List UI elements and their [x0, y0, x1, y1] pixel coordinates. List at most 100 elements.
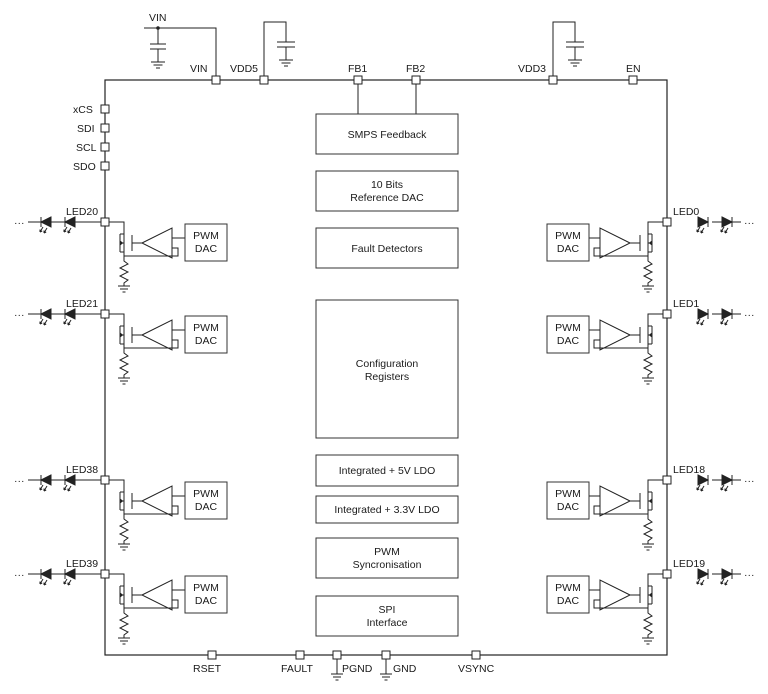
pin-label-vin: VIN — [190, 63, 208, 75]
svg-text:SPI: SPI — [379, 604, 396, 616]
svg-text:Fault Detectors: Fault Detectors — [351, 243, 422, 255]
led-pin — [662, 475, 672, 485]
pin-label-sdi: SDI — [77, 123, 95, 135]
pin-label-sdo: SDO — [73, 161, 96, 173]
svg-text:Reference DAC: Reference DAC — [350, 192, 424, 204]
continuation-ellipsis: ··· — [744, 569, 755, 581]
svg-text:PWM: PWM — [555, 322, 581, 334]
pin-vdd3 — [548, 75, 558, 85]
svg-text:PWM: PWM — [193, 488, 219, 500]
led-diode-icon — [720, 568, 734, 586]
reference-dac-block: 10 Bits Reference DAC — [315, 170, 459, 212]
vdd3-cap — [552, 21, 584, 76]
pin-label-en: EN — [626, 63, 641, 75]
continuation-ellipsis: ··· — [14, 475, 25, 487]
pin-label-fault: FAULT — [281, 663, 313, 675]
led-pin — [100, 309, 110, 319]
pin-label-fb2: FB2 — [406, 63, 425, 75]
pin-gnd — [381, 650, 391, 660]
svg-text:PWM: PWM — [193, 322, 219, 334]
led-diode-icon — [720, 308, 734, 326]
led-diode-icon — [63, 474, 76, 492]
svg-text:PWM: PWM — [555, 488, 581, 500]
svg-text:PWM: PWM — [374, 546, 400, 558]
pin-sdi — [100, 123, 110, 133]
svg-text:Syncronisation: Syncronisation — [353, 559, 422, 571]
svg-text:PWM: PWM — [555, 230, 581, 242]
pin-xcs — [100, 104, 110, 114]
led-pin — [100, 569, 110, 579]
led-diode-icon — [696, 308, 710, 326]
led-pin — [662, 569, 672, 579]
svg-text:Configuration: Configuration — [356, 358, 419, 370]
configuration-registers-block: Configuration Registers — [315, 299, 459, 439]
pin-vsync — [471, 650, 481, 660]
svg-text:DAC: DAC — [195, 335, 218, 347]
led-diode-icon — [39, 474, 52, 492]
pin-scl — [100, 142, 110, 152]
pin-label-pgnd: PGND — [342, 663, 373, 675]
led-diode-icon — [696, 568, 710, 586]
led-pin — [662, 217, 672, 227]
pwm-sync-block: PWM Syncronisation — [315, 537, 459, 579]
continuation-ellipsis: ··· — [14, 569, 25, 581]
led-pin-label: LED18 — [673, 464, 705, 476]
led-diode-icon — [63, 308, 76, 326]
led-pin-label: LED21 — [66, 298, 98, 310]
svg-text:SMPS Feedback: SMPS Feedback — [348, 129, 428, 141]
svg-text:Interface: Interface — [367, 617, 408, 629]
led-pin — [100, 475, 110, 485]
svg-text:Integrated + 5V LDO: Integrated + 5V LDO — [339, 465, 436, 477]
led-pin-label: LED19 — [673, 558, 705, 570]
pin-label-rset: RSET — [193, 663, 222, 675]
svg-text:DAC: DAC — [195, 595, 218, 607]
led-pin-label: LED0 — [673, 206, 699, 218]
pin-label-fb1: FB1 — [348, 63, 367, 75]
led-pin — [100, 217, 110, 227]
svg-text:Registers: Registers — [365, 371, 409, 383]
continuation-ellipsis: ··· — [744, 475, 755, 487]
pin-label-vdd5: VDD5 — [230, 63, 258, 75]
svg-text:PWM: PWM — [193, 230, 219, 242]
led-pin — [662, 309, 672, 319]
svg-text:PWM: PWM — [555, 582, 581, 594]
pin-pgnd — [332, 650, 342, 660]
svg-text:DAC: DAC — [557, 501, 580, 513]
svg-text:DAC: DAC — [195, 501, 218, 513]
led-diode-icon — [720, 216, 734, 234]
svg-text:Integrated + 3.3V LDO: Integrated + 3.3V LDO — [334, 504, 439, 516]
svg-text:PWM: PWM — [193, 582, 219, 594]
svg-text:10 Bits: 10 Bits — [371, 179, 403, 191]
vdd5-cap — [263, 21, 295, 76]
led-diode-icon — [39, 216, 52, 234]
pin-label-vsync: VSYNC — [458, 663, 495, 675]
pin-label-xcs: xCS — [73, 104, 93, 116]
spi-interface-block: SPI Interface — [315, 595, 459, 637]
svg-text:DAC: DAC — [557, 335, 580, 347]
svg-text:DAC: DAC — [557, 243, 580, 255]
vin-supply-label: VIN — [149, 12, 167, 24]
led-pin-label: LED20 — [66, 206, 98, 218]
pin-fb2 — [411, 75, 421, 85]
fault-detectors-block: Fault Detectors — [315, 227, 459, 269]
led-diode-icon — [696, 474, 710, 492]
led-diode-icon — [39, 568, 52, 586]
pin-sdo — [100, 161, 110, 171]
led-diode-icon — [696, 216, 710, 234]
led-diode-icon — [720, 474, 734, 492]
continuation-ellipsis: ··· — [744, 217, 755, 229]
led-pin-label: LED38 — [66, 464, 98, 476]
smps-feedback-block: SMPS Feedback — [315, 113, 459, 155]
